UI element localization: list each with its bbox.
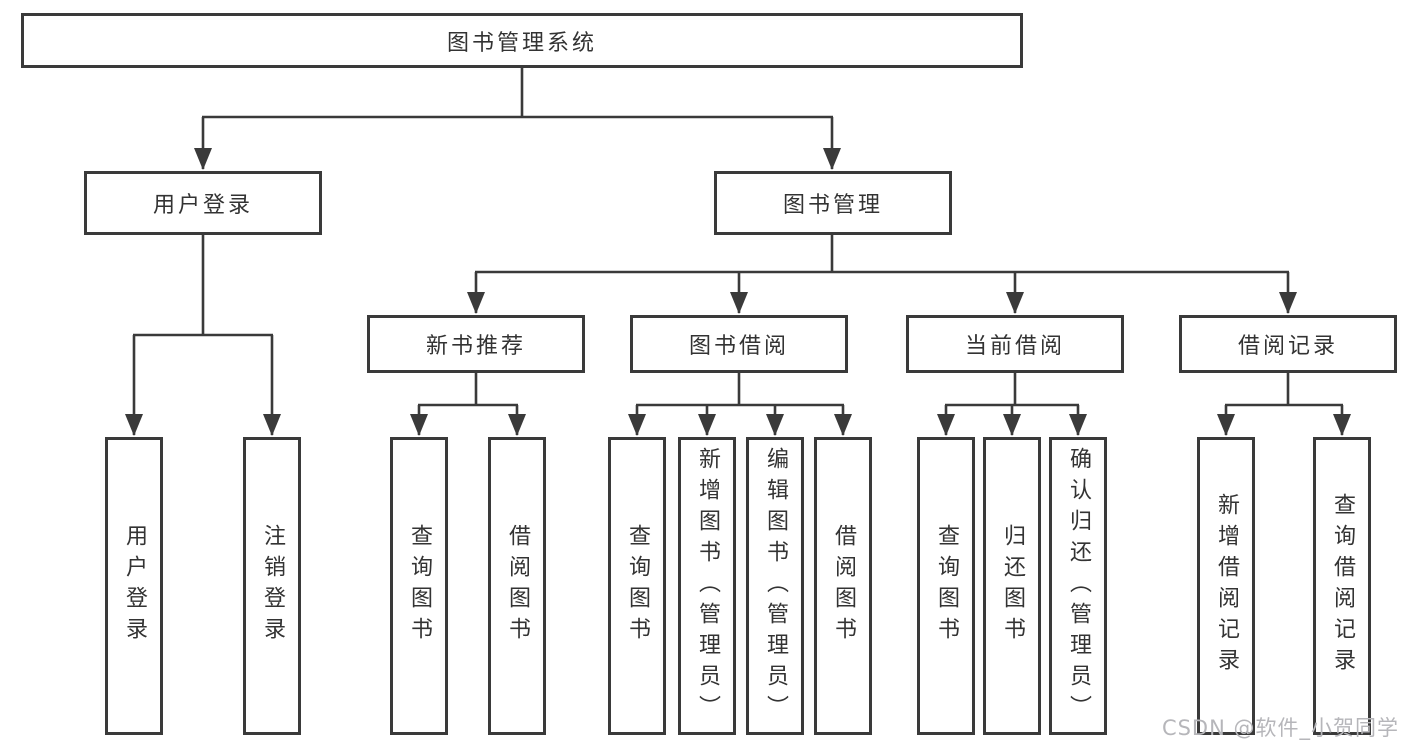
leaf-borrow-books-recommend: 借阅图书 xyxy=(488,437,546,735)
leaf-label: 借阅图书 xyxy=(505,524,530,648)
node-label: 当前借阅 xyxy=(964,334,1065,359)
leaf-logout: 注销登录 xyxy=(243,437,301,735)
node-label: 图书管理系统 xyxy=(446,30,597,56)
leaf-query-books-borrow: 查询图书 xyxy=(608,437,666,735)
node-book-management: 图书管理 xyxy=(714,171,952,235)
leaf-label: 查询图书 xyxy=(625,524,650,648)
leaf-label: 借阅图书 xyxy=(831,524,856,648)
node-label: 图书借阅 xyxy=(688,334,789,359)
leaf-query-borrow-record: 查询借阅记录 xyxy=(1313,437,1371,735)
node-label: 图书管理 xyxy=(782,193,883,218)
node-label: 用户登录 xyxy=(152,193,253,218)
connector-group xyxy=(125,66,1351,436)
leaf-label: 用户登录 xyxy=(122,524,147,648)
leaf-label: 查询图书 xyxy=(407,524,432,648)
leaf-label: 新增借阅记录 xyxy=(1214,493,1239,679)
node-new-book-recommend: 新书推荐 xyxy=(367,315,585,373)
leaf-return-books: 归还图书 xyxy=(983,437,1041,735)
leaf-label: 归还图书 xyxy=(1000,524,1025,648)
node-library-system: 图书管理系统 xyxy=(21,13,1023,68)
leaf-user-login: 用户登录 xyxy=(105,437,163,735)
node-label: 新书推荐 xyxy=(425,334,526,359)
leaf-label: 编辑图书（管理员） xyxy=(763,446,788,726)
node-borrow-records: 借阅记录 xyxy=(1179,315,1397,373)
node-user-login: 用户登录 xyxy=(84,171,322,235)
leaf-query-books-current: 查询图书 xyxy=(917,437,975,735)
leaf-confirm-return-admin: 确认归还（管理员） xyxy=(1049,437,1107,735)
leaf-add-books-admin: 新增图书（管理员） xyxy=(678,437,736,735)
leaf-label: 查询借阅记录 xyxy=(1330,493,1355,679)
node-current-borrow: 当前借阅 xyxy=(906,315,1124,373)
leaf-label: 查询图书 xyxy=(934,524,959,648)
csdn-watermark: CSDN @软件_小贺同学 xyxy=(1161,716,1399,740)
leaf-query-books-recommend: 查询图书 xyxy=(390,437,448,735)
leaf-edit-books-admin: 编辑图书（管理员） xyxy=(746,437,804,735)
leaf-label: 新增图书（管理员） xyxy=(695,446,720,726)
leaf-label: 注销登录 xyxy=(260,524,285,648)
leaf-add-borrow-record: 新增借阅记录 xyxy=(1197,437,1255,735)
node-label: 借阅记录 xyxy=(1237,334,1338,359)
leaf-borrow-books: 借阅图书 xyxy=(814,437,872,735)
node-book-borrow: 图书借阅 xyxy=(630,315,848,373)
leaf-label: 确认归还（管理员） xyxy=(1066,446,1091,726)
